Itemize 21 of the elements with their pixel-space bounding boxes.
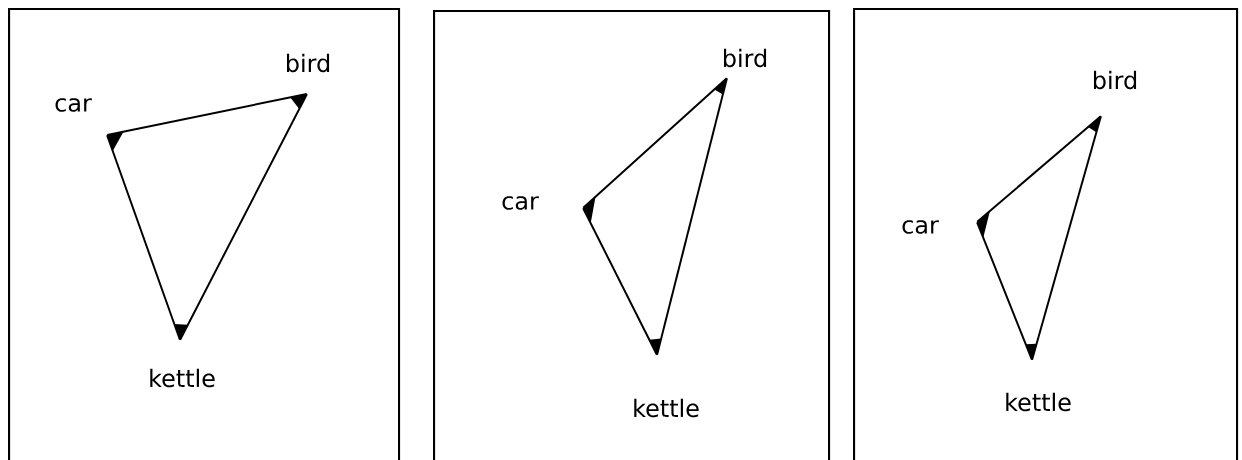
vertex-label: kettle (634, 398, 699, 418)
vertex-label: bird (1093, 70, 1137, 90)
triangle-side (582, 77, 728, 209)
panel-frame (433, 10, 831, 460)
vertex-label: kettle (150, 368, 215, 388)
triangle-side (1031, 115, 1102, 361)
vertex-label: car (902, 220, 939, 234)
triangle-side (106, 93, 308, 136)
triangle-side (976, 221, 1033, 361)
vertex-label: bird (723, 48, 767, 68)
panel-frame (8, 8, 401, 460)
triangle-side (179, 93, 308, 341)
vertex-label: kettle (1006, 392, 1071, 412)
triangle-side (582, 207, 658, 356)
panel-frame (853, 8, 1239, 460)
vertex-label: car (55, 98, 92, 112)
vertex-label: bird (287, 53, 330, 73)
vertex-label: car (502, 196, 539, 210)
triangle-side (976, 115, 1102, 223)
triangle-side (106, 134, 181, 341)
triangle-side (656, 77, 728, 356)
